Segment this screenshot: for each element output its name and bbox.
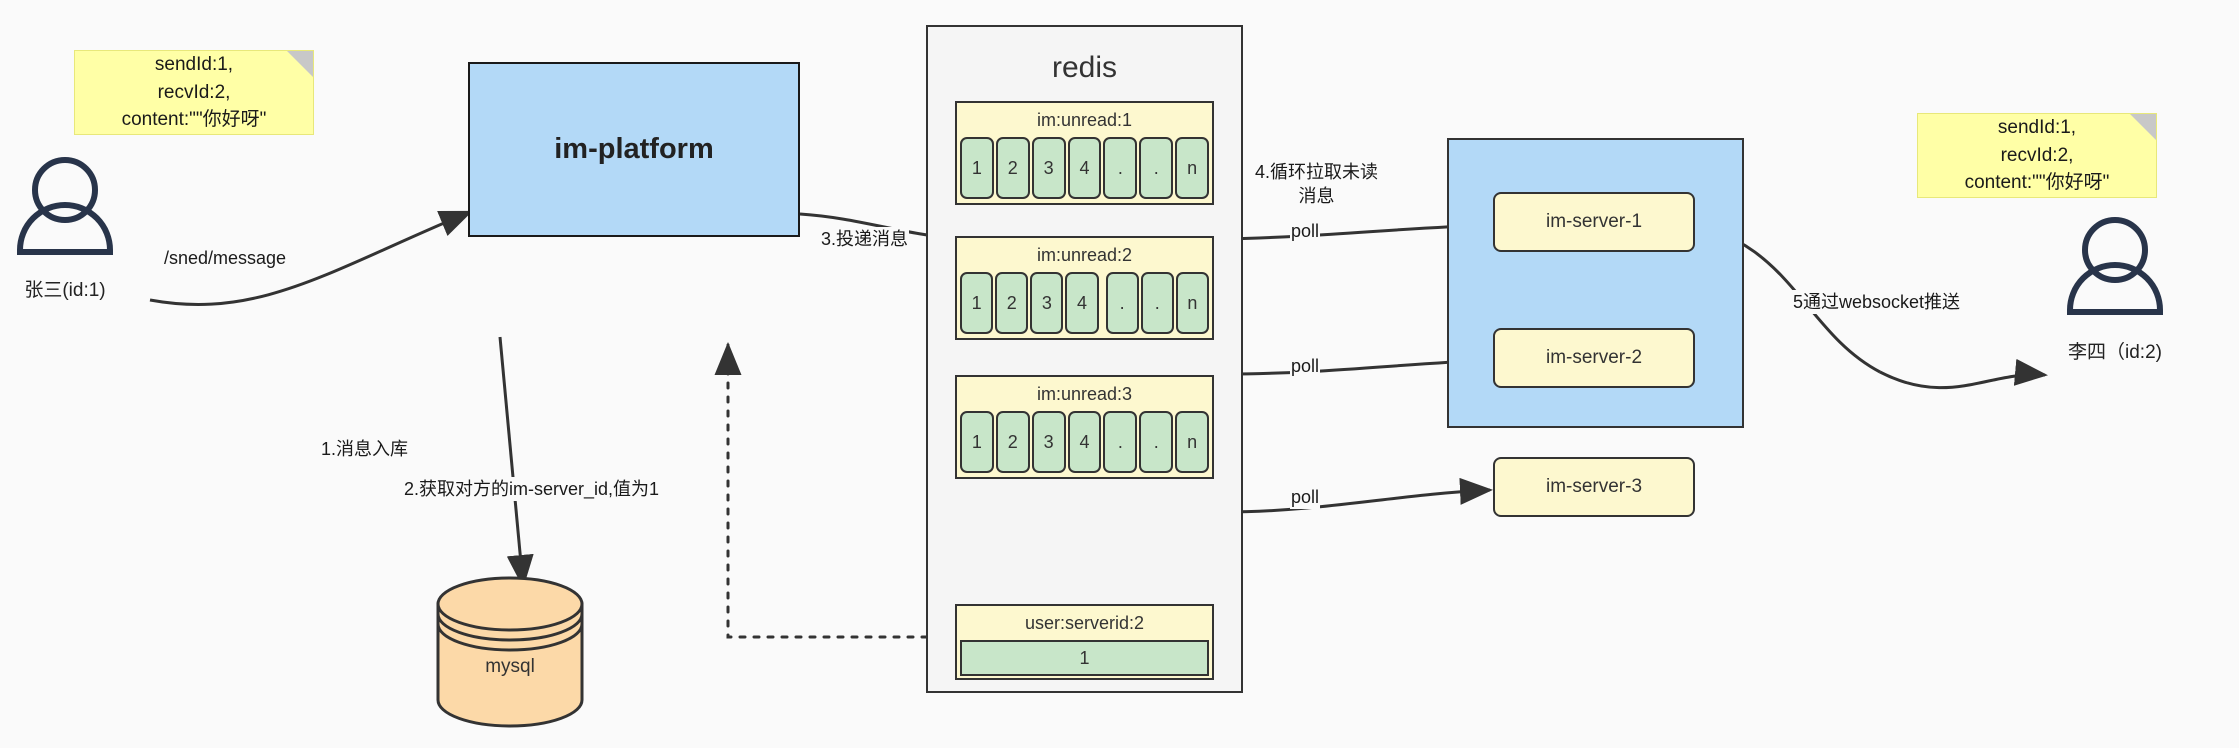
redis-cell[interactable]: n xyxy=(1175,272,1209,334)
redis-cell[interactable]: 1 xyxy=(960,137,994,199)
redis-cell[interactable]: 3 xyxy=(1031,411,1066,473)
edge-redis-to-platform-dotted xyxy=(714,342,957,639)
edge-label-poll-1: poll xyxy=(1290,219,1321,244)
redis-key-group-serverid[interactable]: user:serverid:2 1 xyxy=(955,604,1214,680)
sender-user-icon xyxy=(17,157,113,255)
redis-cell[interactable]: . xyxy=(1103,411,1138,473)
redis-title: redis xyxy=(1051,51,1118,84)
note-left-line-1: sendId:1, xyxy=(154,54,234,76)
edge-label-step2: 2.获取对方的im-server_id,值为1 xyxy=(403,477,661,502)
edge-label-step5: 5通过websocket推送 xyxy=(1792,290,1962,315)
redis-cell[interactable]: . xyxy=(1105,272,1139,334)
redis-cell[interactable]: 1 xyxy=(960,272,994,334)
redis-cell[interactable]: n xyxy=(1175,411,1210,473)
edge-server1-to-receiver-b xyxy=(1879,358,2048,390)
edge-label-send-message: /sned/message xyxy=(163,246,288,271)
note-right: sendId:1, recvId:2, content:""你好呀" xyxy=(1917,113,2157,198)
redis-key-group-1[interactable]: im:unread:1 1 2 3 4 . . n xyxy=(955,101,1214,205)
redis-key-group-2[interactable]: im:unread:2 1 2 3 4 . . n xyxy=(955,236,1214,340)
im-server-1-box[interactable]: im-server-1 xyxy=(1493,192,1695,252)
redis-cell[interactable]: 3 xyxy=(1031,137,1066,199)
note-right-line-2: recvId:2, xyxy=(2000,144,2074,166)
sender-label: 张三(id:1) xyxy=(24,280,106,301)
mysql-cylinder-icon xyxy=(436,576,584,728)
redis-cell[interactable]: 1 xyxy=(960,411,994,473)
redis-key-group-3[interactable]: im:unread:3 1 2 3 4 . . n xyxy=(955,375,1214,479)
redis-serverid-label: user:serverid:2 xyxy=(1024,613,1145,633)
redis-cell[interactable]: 4 xyxy=(1067,137,1102,199)
edge-label-poll-2: poll xyxy=(1290,354,1321,379)
redis-cells-3: 1 2 3 4 . . n xyxy=(957,411,1212,476)
redis-key-label-1: im:unread:1 xyxy=(1036,110,1133,130)
edge-label-step4: 4.循环拉取未读消息 xyxy=(1253,160,1380,209)
redis-key-label-2: im:unread:2 xyxy=(1036,245,1133,265)
edge-platform-to-mysql xyxy=(498,336,534,588)
redis-cell[interactable]: 2 xyxy=(995,411,1030,473)
edge-label-poll-3: poll xyxy=(1290,485,1321,510)
redis-cell[interactable]: . xyxy=(1139,137,1174,199)
redis-cell[interactable]: . xyxy=(1140,272,1174,334)
redis-cells-2: 1 2 3 4 . . n xyxy=(957,272,1212,337)
im-server-3-box[interactable]: im-server-3 xyxy=(1493,457,1695,517)
redis-cell[interactable]: 3 xyxy=(1030,272,1064,334)
edge-label-step1: 1.消息入库 xyxy=(320,437,410,462)
edge-redis3-to-server3 xyxy=(1224,477,1493,514)
redis-cell[interactable]: 2 xyxy=(995,272,1029,334)
redis-cell[interactable]: . xyxy=(1103,137,1138,199)
im-platform-box[interactable]: im-platform xyxy=(468,62,800,237)
note-fold-icon xyxy=(287,51,313,77)
im-server-2-box[interactable]: im-server-2 xyxy=(1493,328,1695,388)
note-fold-icon xyxy=(2130,114,2156,140)
note-left-line-2: recvId:2, xyxy=(157,81,231,103)
receiver-label: 李四（id:2) xyxy=(2068,342,2162,363)
mysql-label: mysql xyxy=(485,656,535,677)
redis-key-label-3: im:unread:3 xyxy=(1036,384,1133,404)
note-left-line-3: content:""你好呀" xyxy=(121,109,267,131)
redis-cell[interactable]: n xyxy=(1175,137,1210,199)
note-left-text: sendId:1, recvId:2, content:""你好呀" xyxy=(122,51,267,134)
redis-cell[interactable]: 2 xyxy=(995,137,1030,199)
edge-label-step3: 3.投递消息 xyxy=(820,227,910,252)
redis-cell[interactable]: . xyxy=(1139,411,1174,473)
receiver-user-icon xyxy=(2067,217,2163,315)
redis-serverid-value[interactable]: 1 xyxy=(960,640,1209,676)
redis-cell[interactable]: 4 xyxy=(1067,411,1102,473)
note-left: sendId:1, recvId:2, content:""你好呀" xyxy=(74,50,314,135)
note-right-line-3: content:""你好呀" xyxy=(1964,172,2110,194)
note-right-text: sendId:1, recvId:2, content:""你好呀" xyxy=(1965,114,2110,197)
redis-cell[interactable]: 4 xyxy=(1065,272,1099,334)
redis-cells-1: 1 2 3 4 . . n xyxy=(957,137,1212,202)
note-right-line-1: sendId:1, xyxy=(1997,117,2077,139)
